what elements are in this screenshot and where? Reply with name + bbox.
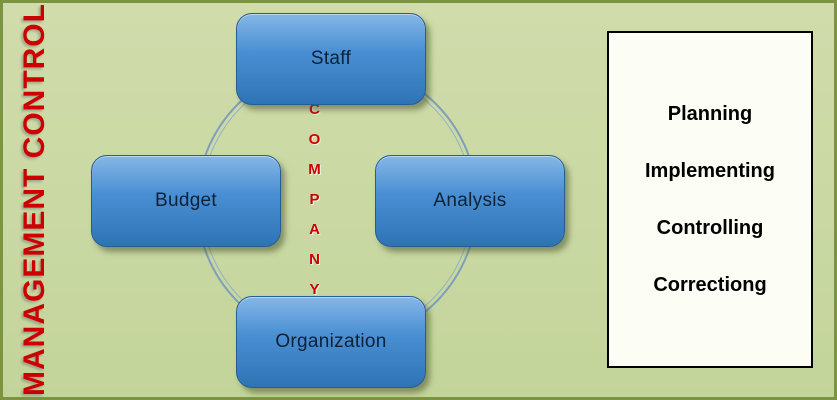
node-staff: Staff <box>236 13 426 105</box>
process-item-correcting: Correctiong <box>653 273 767 296</box>
node-staff-label: Staff <box>310 48 352 69</box>
node-analysis-label: Analysis <box>433 190 507 211</box>
node-organization: Organization <box>236 296 426 388</box>
management-control-title: MANAGEMENT CONTROL <box>18 3 51 397</box>
process-item-planning: Planning <box>667 102 753 125</box>
node-analysis: Analysis <box>375 155 565 247</box>
process-item-implementing: Implementing <box>644 159 775 182</box>
node-budget-label: Budget <box>154 190 218 211</box>
process-panel: Planning Implementing Controlling Correc… <box>607 31 813 368</box>
node-organization-label: Organization <box>275 331 387 352</box>
node-budget: Budget <box>91 155 281 247</box>
process-item-controlling: Controlling <box>656 216 764 239</box>
company-center-label: COMPANY <box>306 101 323 311</box>
